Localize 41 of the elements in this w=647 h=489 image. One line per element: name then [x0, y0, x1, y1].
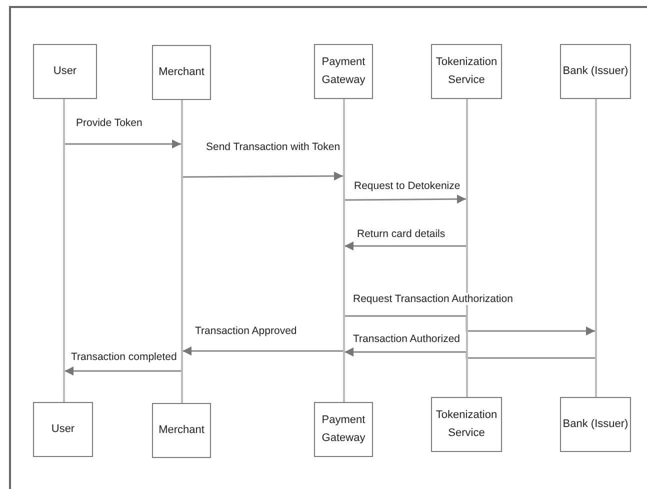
- message-label: Transaction completed: [70, 351, 178, 363]
- lifeline: [343, 99, 344, 402]
- participant-box: [560, 44, 631, 99]
- participant-name: Tokenization Service: [434, 408, 498, 440]
- participant-box: [431, 44, 502, 99]
- participant-name: Payment Gateway: [320, 413, 366, 446]
- participant-box: [33, 44, 97, 99]
- message-arrow: [344, 348, 595, 359]
- message-label: Provide Token: [75, 117, 144, 129]
- message-label: Transaction Authorized: [352, 333, 462, 345]
- message-label: Return card details: [356, 228, 446, 240]
- message-arrow: [344, 315, 595, 336]
- message-label: Transaction Approved: [194, 325, 298, 337]
- message-arrow: [182, 172, 343, 181]
- message-label: Request to Detokenize: [353, 180, 462, 192]
- participant-name: Merchant: [158, 422, 204, 438]
- lifeline: [181, 100, 182, 403]
- participant-name: Payment Gateway: [320, 55, 366, 88]
- participant-box: [431, 397, 502, 452]
- lifeline: [466, 99, 468, 397]
- participant-name: Merchant: [158, 64, 204, 80]
- message-arrow: [182, 346, 343, 356]
- participant-box: [314, 402, 373, 457]
- participant-name: Tokenization Service: [434, 55, 498, 88]
- message-arrow: [344, 194, 466, 204]
- participant-box: [152, 403, 211, 458]
- participant-box: [33, 402, 93, 457]
- message-label: Send Transaction with Token: [205, 141, 342, 153]
- lifeline: [595, 99, 596, 397]
- participant-name: Bank (Issuer): [562, 416, 628, 432]
- participant-box: [152, 45, 211, 100]
- participant-box: [314, 44, 373, 99]
- message-label: Request Transaction Authorization: [352, 293, 514, 305]
- message-arrow: [64, 366, 181, 376]
- participant-box: [560, 397, 631, 452]
- lifeline: [63, 99, 64, 402]
- participant-name: User: [53, 64, 77, 79]
- participant-name: User: [51, 422, 75, 437]
- message-arrow: [64, 140, 181, 148]
- participant-name: Bank (Issuer): [562, 64, 628, 79]
- message-arrow: [344, 242, 466, 250]
